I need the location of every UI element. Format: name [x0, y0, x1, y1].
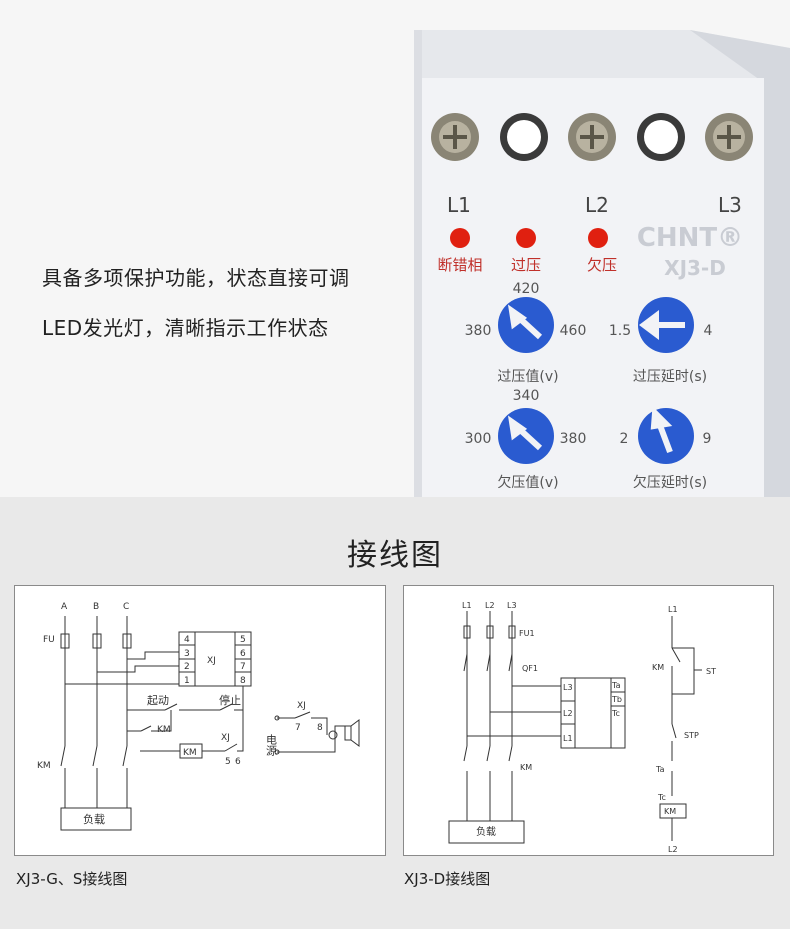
pin-bottom-6: 6	[235, 757, 241, 767]
caption-right: XJ3-D接线图	[404, 870, 491, 888]
feature-text-line-2: LED发光灯，清晰指示工作状态	[42, 316, 329, 340]
term-l3: L3	[563, 683, 573, 692]
km-main-label: KM	[37, 761, 51, 771]
pin-3: 3	[184, 649, 190, 659]
knob-overvoltage[interactable]	[498, 297, 554, 353]
st-label: ST	[706, 667, 716, 676]
start-label: 起动	[147, 694, 169, 707]
fu1-label: FU1	[519, 629, 535, 638]
xj-contact-label: XJ	[221, 733, 230, 743]
km-coil-label: KM	[183, 748, 197, 758]
term-l1: L1	[563, 734, 573, 743]
feature-text-line-1: 具备多项保护功能，状态直接可调	[42, 266, 350, 290]
pin-6: 6	[240, 649, 246, 659]
fuse-label: FU	[43, 635, 55, 645]
term-l2: L2	[563, 709, 573, 718]
led-label-under: 欠压	[587, 256, 617, 274]
ctrl-km: KM	[652, 663, 664, 672]
ctrl-l1: L1	[668, 605, 678, 614]
relay-label: XJ	[207, 656, 216, 666]
phase-l3: L3	[507, 601, 517, 610]
pin-2: 2	[184, 662, 190, 672]
model-label: XJ3-D	[664, 256, 726, 280]
knob4-right-value: 9	[703, 431, 712, 447]
knob2-label: 过压延时(s)	[633, 369, 707, 385]
km-main-label-right: KM	[520, 763, 532, 772]
knob1-label: 过压值(v)	[497, 369, 558, 385]
knob4-left-value: 2	[620, 431, 629, 447]
caption-left: XJ3-G、S接线图	[16, 870, 128, 888]
knob-undervoltage-delay[interactable]	[638, 406, 694, 464]
pin-78-7: 7	[295, 723, 301, 733]
knob3-label: 欠压值(v)	[497, 475, 558, 491]
pin-5: 5	[240, 635, 246, 645]
stp-label: STP	[684, 731, 699, 740]
terminal-label-l2: L2	[585, 193, 609, 217]
xj2-label: XJ	[297, 701, 306, 711]
relay-device: L1 L2 L3 断错相 过压 欠压 CHNT® XJ3-D 420 380 4…	[414, 30, 790, 497]
brand-logo: CHNT®	[637, 223, 743, 253]
ctrl-l2: L2	[668, 845, 678, 854]
knob2-left-value: 1.5	[609, 323, 631, 339]
wiring-title: 接线图	[347, 538, 443, 573]
knob3-right-value: 380	[560, 431, 587, 447]
phase-c: C	[123, 602, 129, 612]
km-coil-right: KM	[664, 807, 676, 816]
pin-7: 7	[240, 662, 246, 672]
km-aux-label: KM	[157, 725, 171, 735]
knob-undervoltage[interactable]	[498, 408, 554, 464]
led-overvoltage-icon	[516, 228, 536, 248]
terminal-screw-1-icon	[431, 113, 479, 161]
tc-label: Tc	[657, 793, 666, 802]
knob1-top-value: 420	[513, 281, 540, 297]
wiring-diagram-xj3-d: L1 L2 L3 FU1 QF1 L3 L2 L1 Ta Tb Tc KM 负载…	[403, 585, 774, 856]
pin-bottom-5: 5	[225, 757, 231, 767]
pin-1: 1	[184, 676, 190, 686]
terminal-screw-3-icon	[705, 113, 753, 161]
led-undervoltage-icon	[588, 228, 608, 248]
led-phase-icon	[450, 228, 470, 248]
ta-label: Ta	[655, 765, 665, 774]
phase-a: A	[61, 602, 68, 612]
terminal-label-l1: L1	[447, 193, 471, 217]
knob1-left-value: 380	[465, 323, 492, 339]
power-label: 电源	[265, 734, 278, 757]
knob4-label: 欠压延时(s)	[633, 475, 707, 491]
term-tb: Tb	[611, 695, 622, 704]
knob-overvoltage-delay[interactable]	[638, 297, 694, 353]
load-label-right: 负载	[476, 825, 496, 838]
knob3-top-value: 340	[513, 388, 540, 404]
led-label-over: 过压	[511, 256, 541, 274]
knob3-left-value: 300	[465, 431, 492, 447]
wiring-diagram-xj3-gs: A B C FU XJ 4 3 2 1 5 6 7 8 起动 停止 KM KM …	[14, 585, 386, 856]
terminal-hole-1-icon	[500, 113, 548, 161]
terminal-screw-2-icon	[568, 113, 616, 161]
led-label-phase: 断错相	[437, 256, 482, 274]
pin-8: 8	[240, 676, 246, 686]
phase-l1: L1	[462, 601, 472, 610]
knob1-right-value: 460	[560, 323, 587, 339]
pin-4: 4	[184, 635, 190, 645]
qf1-label: QF1	[522, 664, 538, 673]
stop-label: 停止	[219, 693, 241, 707]
terminal-label-l3: L3	[718, 193, 742, 217]
phase-l2: L2	[485, 601, 495, 610]
knob2-right-value: 4	[704, 323, 713, 339]
load-label: 负载	[83, 812, 105, 826]
phase-b: B	[93, 602, 99, 612]
terminal-hole-2-icon	[637, 113, 685, 161]
term-ta: Ta	[611, 681, 621, 690]
pin-78-8: 8	[317, 723, 323, 733]
term-tc: Tc	[611, 709, 620, 718]
